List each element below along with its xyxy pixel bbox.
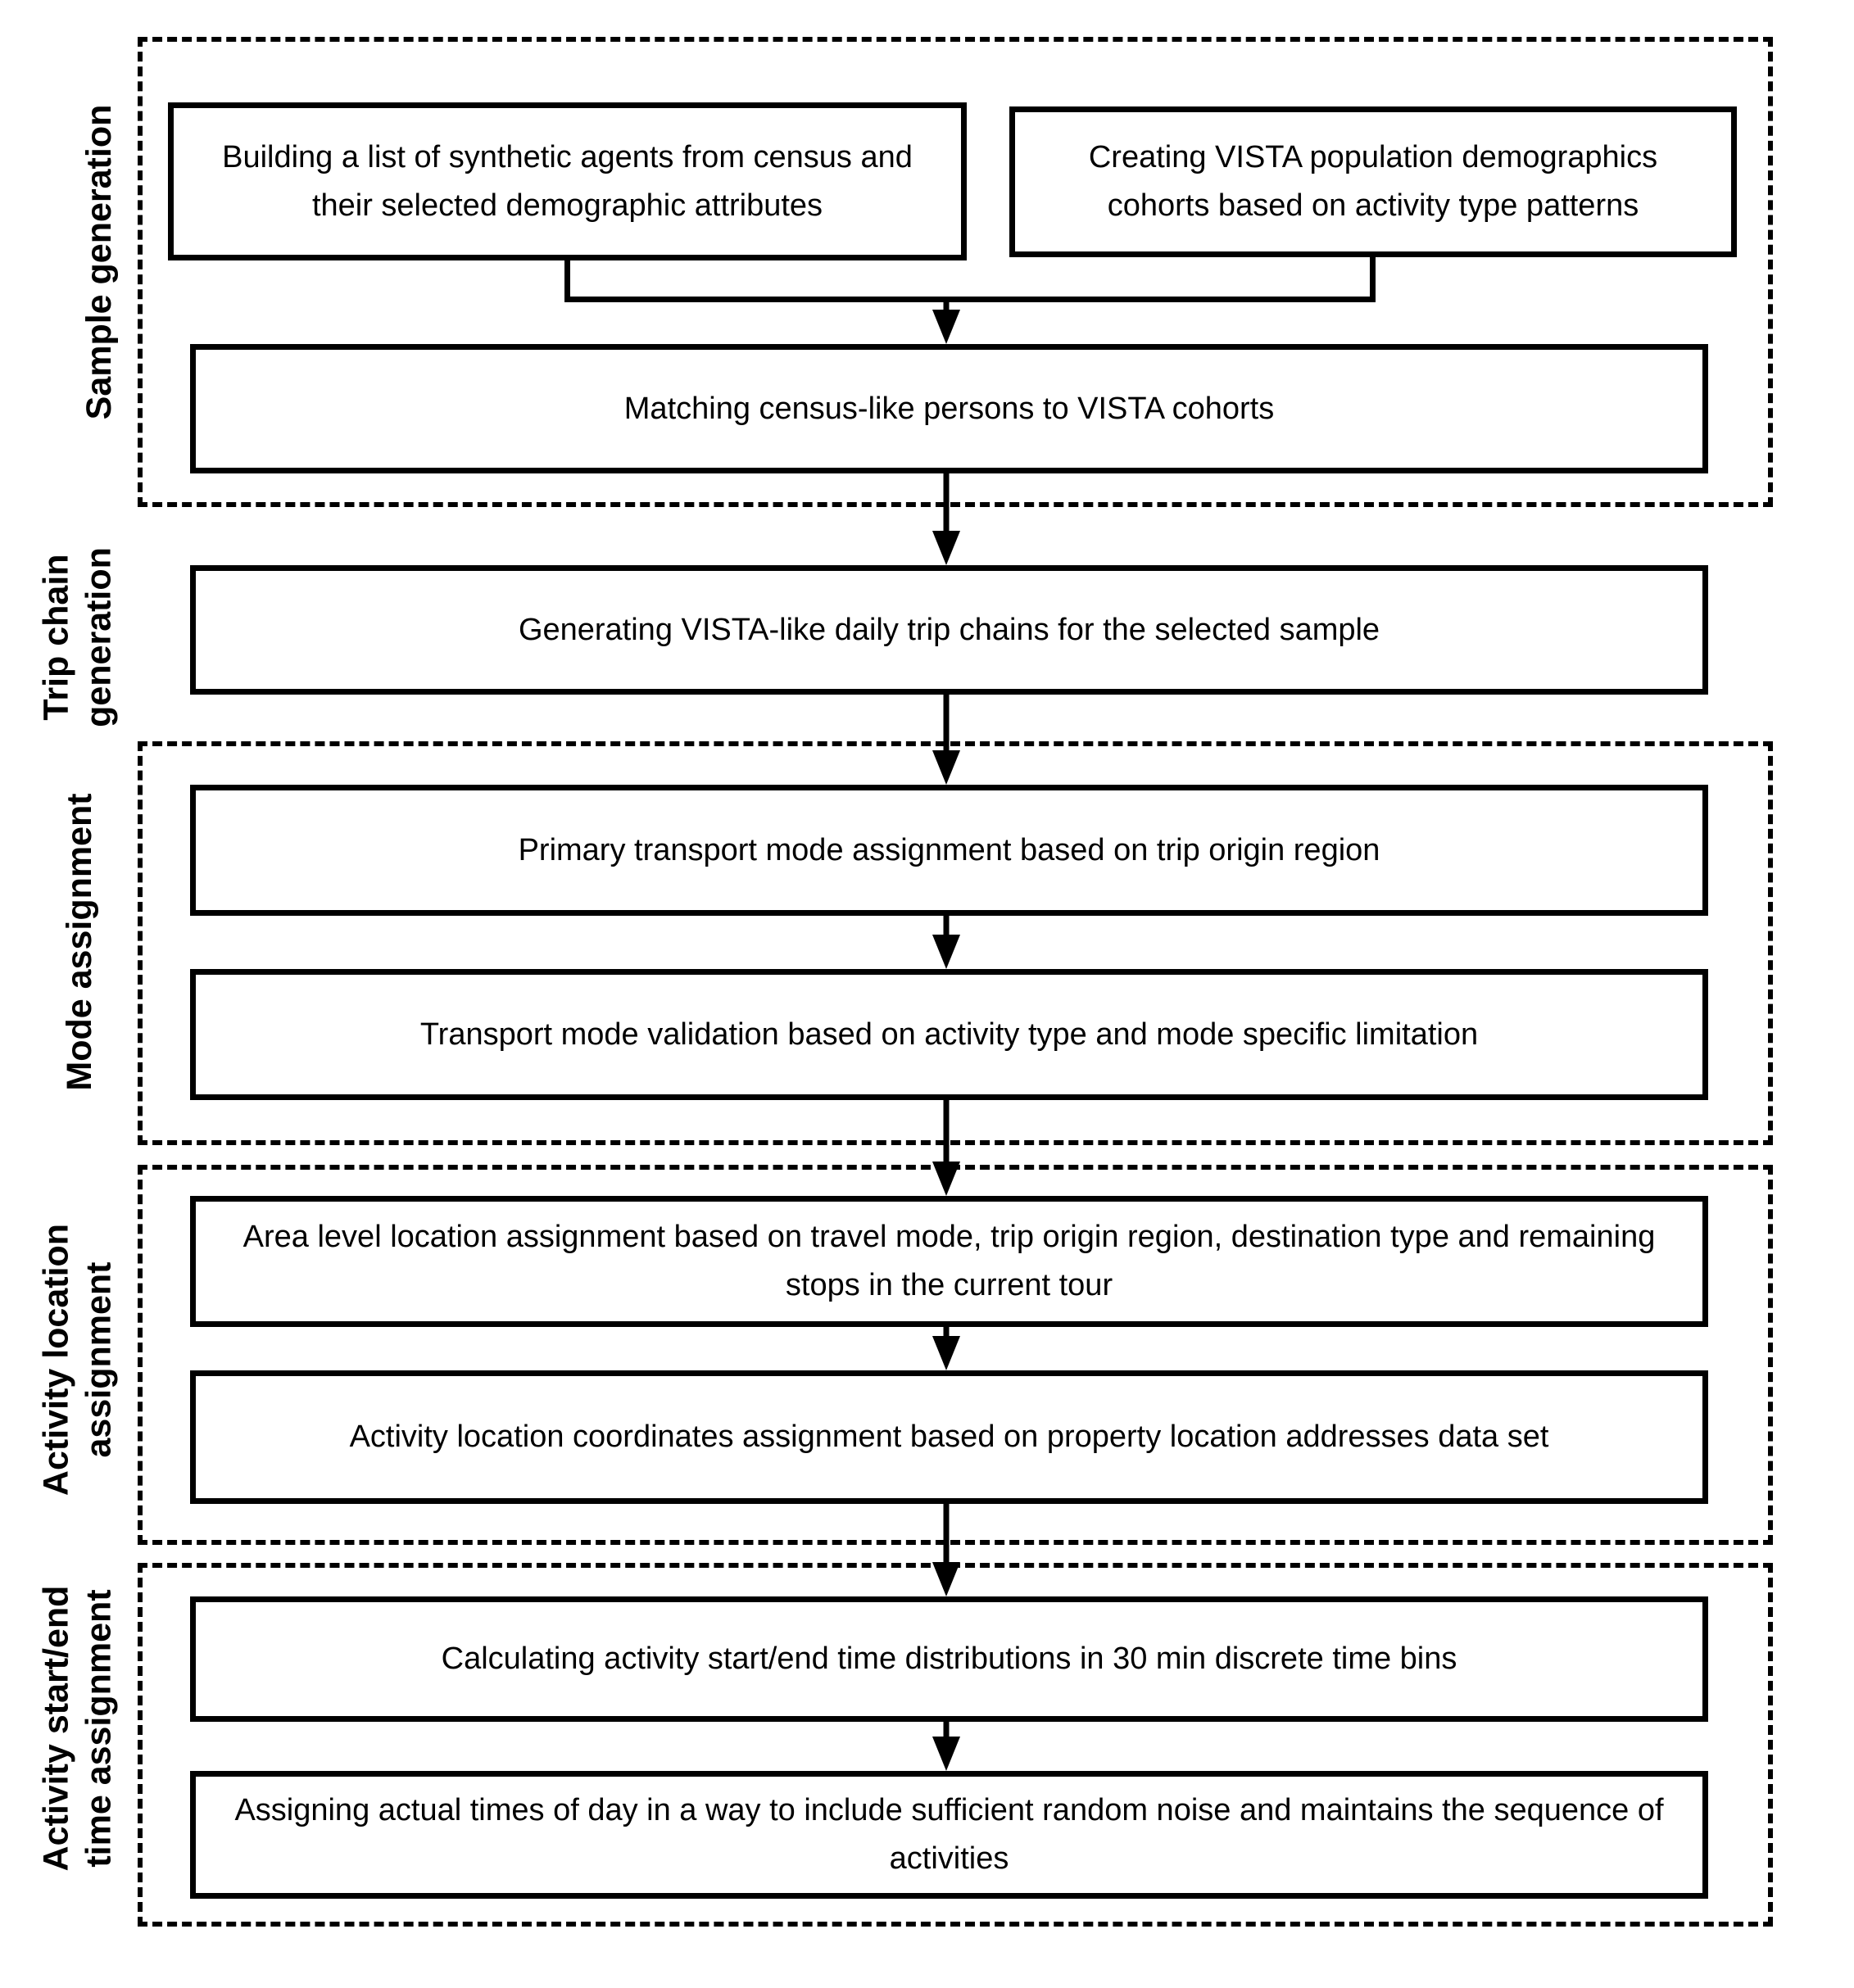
section-label-mode-assignment: Mode assignment <box>59 793 102 1090</box>
process-box-text: Activity location coordinates assignment… <box>349 1420 1549 1455</box>
process-box-mode-validation: Transport mode validation based on activ… <box>190 969 1708 1100</box>
section-label-line: time assignment <box>79 1589 118 1868</box>
process-box-area-location-assignment: Area level location assignment based on … <box>190 1196 1708 1327</box>
section-frame-sample-generation <box>138 37 1773 507</box>
process-box-matching-persons: Matching census-like persons to VISTA co… <box>190 344 1708 473</box>
process-box-creating-cohorts: Creating VISTA population demographics c… <box>1009 106 1737 257</box>
process-box-text: Assigning actual times of day in a way t… <box>234 1793 1664 1876</box>
section-label-line: Trip chain <box>36 554 76 721</box>
process-box-primary-mode-assignment: Primary transport mode assignment based … <box>190 785 1708 916</box>
section-label-activity-location-assignment: Activity location assignment <box>35 1224 120 1496</box>
section-frame-mode-assignment <box>138 741 1773 1145</box>
section-label-activity-time-assignment: Activity start/end time assignment <box>35 1586 120 1872</box>
section-label-trip-chain-generation: Trip chain generation <box>35 547 120 727</box>
process-box-location-coordinates: Activity location coordinates assignment… <box>190 1370 1708 1504</box>
section-label-sample-generation: Sample generation <box>79 105 121 420</box>
section-label-line: Mode assignment <box>60 793 100 1091</box>
process-box-text: Transport mode validation based on activ… <box>419 1017 1479 1052</box>
section-label-line: assignment <box>79 1261 118 1458</box>
process-box-text: Calculating activity start/end time dist… <box>441 1642 1457 1677</box>
process-box-text: Building a list of synthetic agents from… <box>222 139 913 223</box>
section-label-line: Activity location <box>36 1223 76 1497</box>
junction-connector-horizontal <box>564 297 1376 302</box>
process-box-text: Creating VISTA population demographics c… <box>1088 140 1658 223</box>
section-label-line: Sample generation <box>79 104 120 420</box>
junction-connector-right <box>1370 255 1376 302</box>
section-label-line: Activity start/end <box>36 1585 76 1872</box>
process-box-building-agents: Building a list of synthetic agents from… <box>168 102 967 260</box>
process-box-assigning-times: Assigning actual times of day in a way t… <box>190 1771 1708 1899</box>
process-box-text: Primary transport mode assignment based … <box>518 832 1380 867</box>
junction-connector-left <box>564 258 570 302</box>
process-box-text: Generating VISTA-like daily trip chains … <box>518 612 1380 647</box>
process-box-time-distributions: Calculating activity start/end time dist… <box>190 1596 1708 1722</box>
process-box-generating-trip-chains: Generating VISTA-like daily trip chains … <box>190 565 1708 695</box>
section-label-line: generation <box>79 547 118 727</box>
process-box-text: Area level location assignment based on … <box>243 1220 1656 1302</box>
process-box-text: Matching census-like persons to VISTA co… <box>623 391 1275 426</box>
